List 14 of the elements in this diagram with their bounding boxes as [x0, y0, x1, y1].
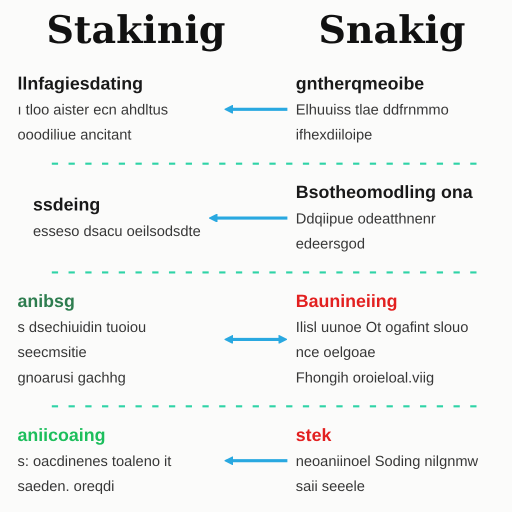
- node-text: Baunineiing Ilisl uunoe Ot ogafint slouo nce oelgoae Fhongih oroieloal.viig: [296, 291, 468, 386]
- column-heading: Snakig: [318, 6, 466, 52]
- node-text: gntherqmeoibe Elhuuiss tlae ddfrnmmo ifhexdiiloipe: [296, 74, 449, 143]
- node-text: aniicoaing s: oacdinenes toaleno it saeden. oreqdi: [17, 425, 172, 494]
- node-text: llnfagiesdating ı tloo aister ecn ahdltus ooodiliue ancitant: [17, 74, 168, 143]
- arrow: [224, 104, 288, 114]
- arrow: [224, 456, 288, 466]
- node-text: Bsotheomodling ona Ddqiipue odeatthnenr edeersgod: [296, 182, 473, 252]
- arrow: [224, 334, 288, 344]
- node-text: ssdeing esseso dsacu oeilsodsdte: [33, 195, 201, 239]
- node-text: anibsg s dsechiuidin tuoiou seecmsitie gnoarusi gachhg: [17, 291, 146, 386]
- column-heading: Stakinig: [46, 6, 226, 52]
- arrow: [208, 213, 288, 223]
- node-text: stek neoaniinoel Soding nilgnmw saii seeele: [296, 425, 478, 494]
